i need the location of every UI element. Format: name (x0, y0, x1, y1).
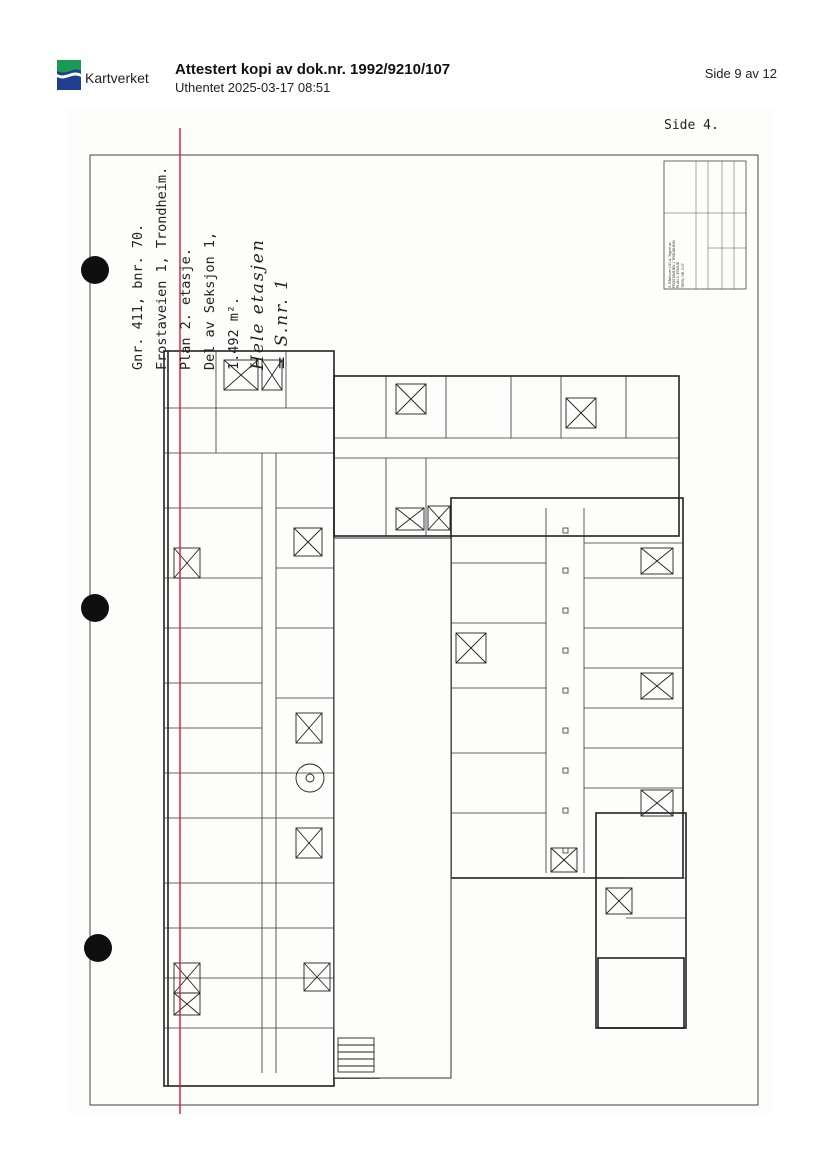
title-block-line: TEGN. NR. 5.07 (680, 263, 685, 288)
annotation-line: Gnr. 411, bnr. 70. (130, 223, 146, 370)
brand-name: Kartverket (85, 70, 149, 86)
handwritten-line: = S.nr. 1 (272, 277, 292, 370)
annotation-line: 1.492 m². (226, 296, 242, 370)
handwritten-line: Hele etasjen (248, 238, 268, 370)
scan-page-label: Side 4. (664, 118, 719, 133)
document-title: Attestert kopi av dok.nr. 1992/9210/107 (175, 61, 451, 78)
punch-hole-icon (81, 256, 109, 284)
annotation-line: Frostaveien 1, Trondheim. (154, 166, 170, 370)
scanned-floor-plan: Side 4. Gnr. 411, bnr. 70. Frostaveien 1… (66, 108, 774, 1114)
page-header: Kartverket Attestert kopi av dok.nr. 199… (0, 0, 827, 105)
floor-plan-drawing (89, 128, 759, 1114)
page-indicator: Side 9 av 12 (704, 66, 777, 81)
punch-hole-icon (81, 594, 109, 622)
annotation-line: Plan 2. etasje. (178, 248, 194, 370)
annotation-line: Del av Seksjon 1, (202, 231, 218, 370)
document-retrieved: Uthentet 2025-03-17 08:51 (175, 80, 331, 95)
kartverket-logo-icon (57, 60, 81, 90)
punch-hole-icon (84, 934, 112, 962)
